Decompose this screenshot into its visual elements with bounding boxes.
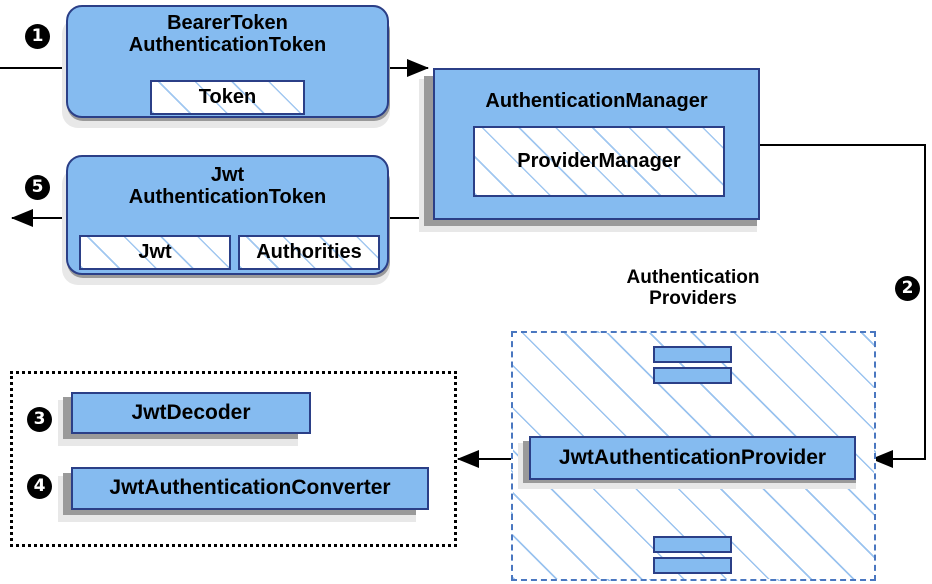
bearer-token-authentication-token-title: BearerToken AuthenticationToken (128, 12, 327, 56)
jwt-authentication-converter-title: JwtAuthenticationConverter (109, 476, 391, 500)
anonymous-provider-bar-3 (653, 536, 732, 553)
authentication-providers-label: Authentication Providers (563, 267, 823, 310)
jwt-token-field-jwt: Jwt (79, 235, 231, 270)
authentication-manager-box[interactable]: AuthenticationManager ProviderManager (433, 68, 760, 220)
bearer-token-title-line1: BearerToken (167, 12, 288, 34)
bearer-token-field-token: Token (150, 80, 305, 115)
jwt-token-field-authorities-label: Authorities (256, 241, 362, 263)
jwt-token-field-authorities: Authorities (238, 235, 380, 270)
step-marker-4: 4 (27, 474, 52, 499)
jwt-decoder-title: JwtDecoder (131, 400, 251, 424)
jwt-authentication-provider-title: JwtAuthenticationProvider (558, 445, 827, 469)
step-marker-4-number: 4 (33, 476, 46, 496)
step-marker-1-number: 1 (31, 26, 44, 46)
bearer-token-authentication-token-box[interactable]: BearerToken AuthenticationToken Token (66, 5, 389, 118)
step-marker-5-number: 5 (31, 177, 44, 197)
step-marker-5: 5 (25, 175, 50, 200)
anonymous-provider-bar-4 (653, 557, 732, 574)
bearer-token-field-token-label: Token (198, 86, 257, 108)
jwt-decoder-box[interactable]: JwtDecoder (71, 392, 311, 434)
authentication-manager-title: AuthenticationManager (485, 90, 708, 112)
jwt-support-container (10, 371, 457, 547)
jwt-authentication-provider-box[interactable]: JwtAuthenticationProvider (529, 436, 856, 480)
jwt-authentication-converter-box[interactable]: JwtAuthenticationConverter (71, 467, 429, 510)
provider-manager-label: ProviderManager (517, 150, 681, 172)
step-marker-1: 1 (25, 24, 50, 49)
authentication-providers-label-line1: Authentication (626, 267, 760, 288)
anonymous-provider-bar-1 (653, 346, 732, 363)
anonymous-provider-bar-2 (653, 367, 732, 384)
jwt-token-field-jwt-label: Jwt (138, 241, 172, 263)
step-marker-3-number: 3 (33, 409, 46, 429)
jwt-token-title-line1: Jwt (210, 164, 245, 186)
step-marker-3: 3 (27, 407, 52, 432)
step-marker-2-number: 2 (901, 278, 914, 298)
step-marker-2: 2 (895, 276, 920, 301)
authentication-providers-label-line2: Providers (649, 287, 737, 309)
jwt-token-title-line2: AuthenticationToken (128, 185, 327, 208)
bearer-token-title-line2: AuthenticationToken (128, 33, 327, 56)
jwt-authentication-token-box[interactable]: Jwt AuthenticationToken Jwt Authorities (66, 155, 389, 275)
jwt-authentication-token-title: Jwt AuthenticationToken (128, 164, 327, 208)
provider-manager-field: ProviderManager (473, 126, 725, 197)
